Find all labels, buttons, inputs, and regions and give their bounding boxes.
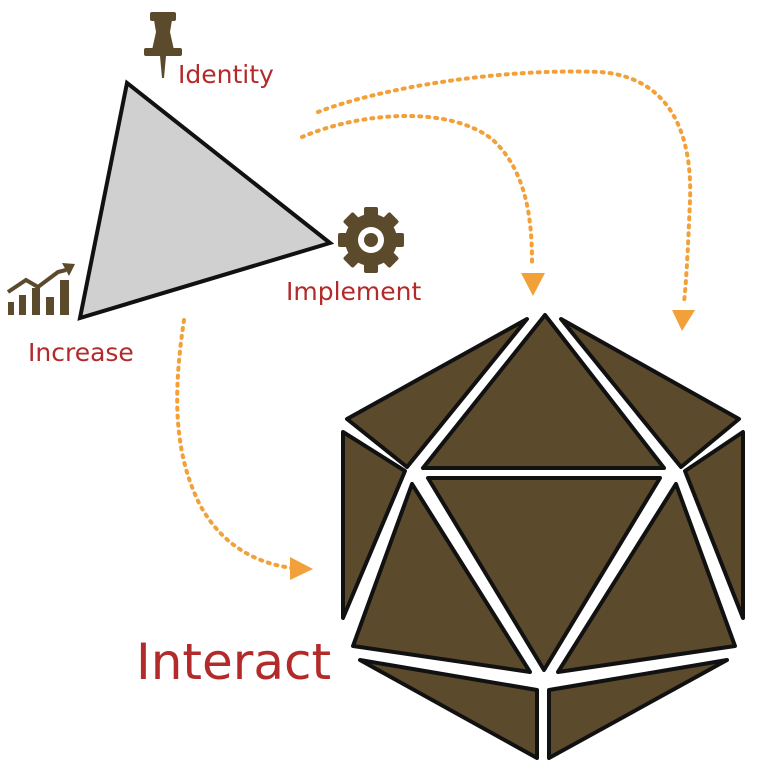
icosahedron-face-bottom-left (358, 658, 539, 760)
bar-chart-trend-icon (6, 263, 75, 315)
label-identity: Identity (178, 60, 274, 89)
icosahedron-face-left-middle (351, 482, 532, 674)
label-implement: Implement (286, 277, 422, 306)
icosahedron-face-center (426, 476, 662, 672)
arrowhead-left (290, 557, 313, 580)
icosahedron-face-bottom-right (547, 658, 729, 760)
pushpin-icon (144, 12, 182, 78)
arrowhead-top (521, 273, 545, 296)
flow-arrows (175, 69, 695, 580)
label-increase: Increase (28, 338, 134, 367)
icosahedron-face-top-right (559, 317, 741, 469)
arrow-triangle-to-icosahedron-top (300, 114, 534, 264)
arrow-triangle-to-icosahedron-right (316, 69, 693, 304)
icosahedron-face-right-upper (683, 430, 745, 620)
arrow-triangle-to-icosahedron-left (175, 318, 294, 570)
icosahedron (341, 313, 745, 760)
gear-icon (338, 207, 404, 273)
arrowhead-right (672, 310, 695, 331)
icosahedron-face-top-left (345, 317, 529, 469)
icosahedron-face-left-upper (341, 430, 407, 620)
icosahedron-face-top-center (421, 313, 666, 470)
label-interact: Interact (136, 633, 332, 691)
main-triangle (77, 79, 335, 321)
icosahedron-face-right-middle (556, 482, 737, 674)
